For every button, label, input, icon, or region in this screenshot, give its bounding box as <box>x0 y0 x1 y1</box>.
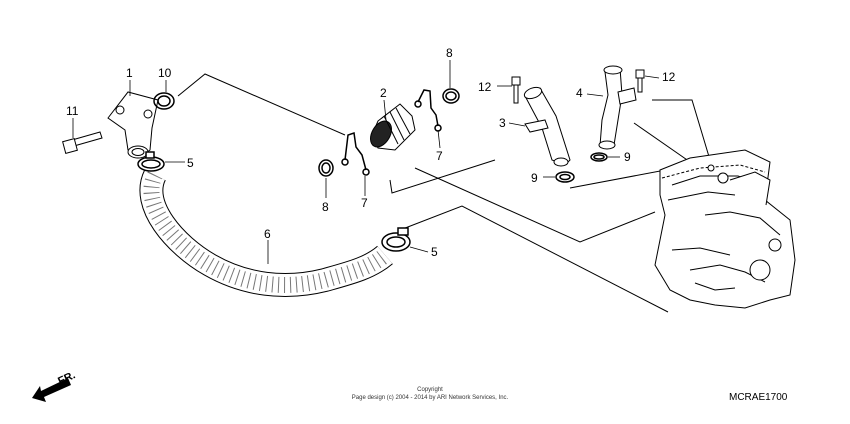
callout-10: 10 <box>158 66 172 80</box>
copyright-line-2: Page design (c) 2004 - 2014 by ARI Netwo… <box>351 395 509 401</box>
bolt-part-12-left <box>511 76 521 104</box>
front-direction-arrow-icon: FR. <box>32 369 77 402</box>
outlet-elbow-part-1 <box>107 91 159 159</box>
engine-block <box>654 149 796 309</box>
callout-8-right: 8 <box>446 46 453 60</box>
clamp-part-5-upper <box>137 151 165 172</box>
callout-labels: 1 10 11 5 6 2 8 7 8 7 12 3 9 4 12 9 5 <box>66 46 676 259</box>
leader-lines <box>177 73 717 313</box>
callout-5-lower: 5 <box>431 245 438 259</box>
diagram-code: MCRAE1700 <box>729 392 788 403</box>
hose-part-6 <box>139 169 393 297</box>
joint-part-2 <box>370 103 416 151</box>
copyright-line-1: Copyright <box>417 387 443 393</box>
callout-11: 11 <box>66 104 79 118</box>
callout-8-left: 8 <box>322 200 329 214</box>
water-pipe-part-4 <box>598 65 637 150</box>
callout-9-left: 9 <box>531 171 538 185</box>
callout-2: 2 <box>380 86 387 100</box>
callout-pointers <box>72 60 660 264</box>
callout-7-right: 7 <box>436 149 443 163</box>
bolt-part-12-right <box>635 69 645 93</box>
o-ring-part-8-left <box>318 159 334 177</box>
callout-1: 1 <box>126 66 133 80</box>
o-ring-part-9-right <box>590 152 608 162</box>
callout-9-right: 9 <box>624 150 631 164</box>
clip-part-7-right <box>414 89 442 132</box>
clip-part-7-left <box>341 132 370 176</box>
callout-7-left: 7 <box>361 196 368 210</box>
callout-6: 6 <box>264 227 271 241</box>
callout-5-upper: 5 <box>187 156 194 170</box>
direction-label: FR. <box>56 369 77 387</box>
o-ring-part-9-left <box>555 171 575 183</box>
callout-12-left: 12 <box>478 80 492 94</box>
callout-12-right: 12 <box>662 70 676 84</box>
callout-4: 4 <box>576 86 583 100</box>
o-ring-part-8-right <box>442 88 460 104</box>
water-pipe-part-3 <box>523 86 571 167</box>
clamp-part-5-lower <box>381 227 411 252</box>
callout-3: 3 <box>499 116 506 130</box>
o-ring-part-10 <box>153 92 175 110</box>
bolt-part-11 <box>62 131 103 154</box>
